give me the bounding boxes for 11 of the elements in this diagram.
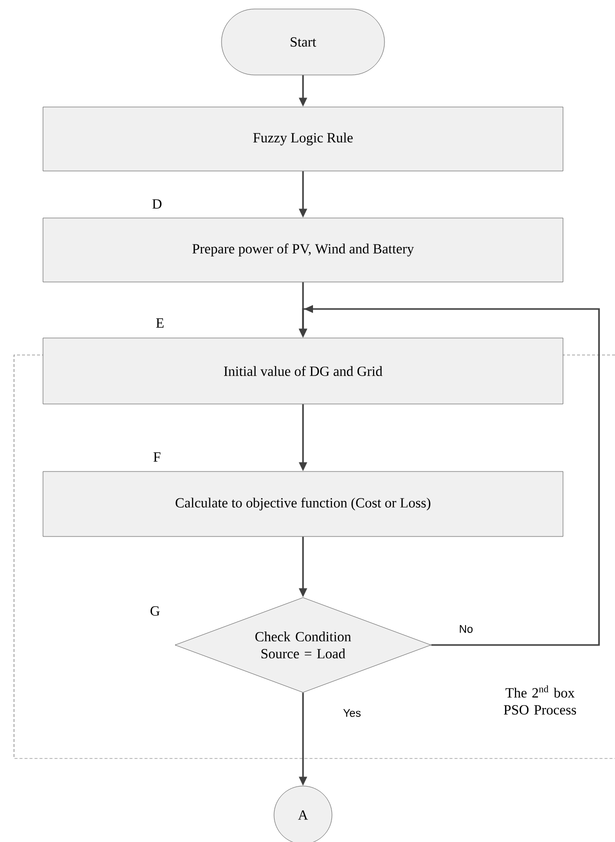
process-box: Fuzzy Logic Rule <box>42 106 564 172</box>
step-letter: G <box>150 606 160 616</box>
start-terminal: Start <box>221 8 385 76</box>
process-box: Prepare power of PV, Wind and Battery <box>42 218 564 282</box>
step-letter: D <box>152 199 162 209</box>
step-letter: E <box>156 318 164 328</box>
edge-label: Yes <box>342 708 362 718</box>
step-letter: F <box>154 452 160 462</box>
edge-label: No <box>458 624 474 634</box>
process-box: Calculate to objective function (Cost or Loss) <box>42 471 564 537</box>
process-box: Initial value of DG and Grid <box>42 338 564 404</box>
